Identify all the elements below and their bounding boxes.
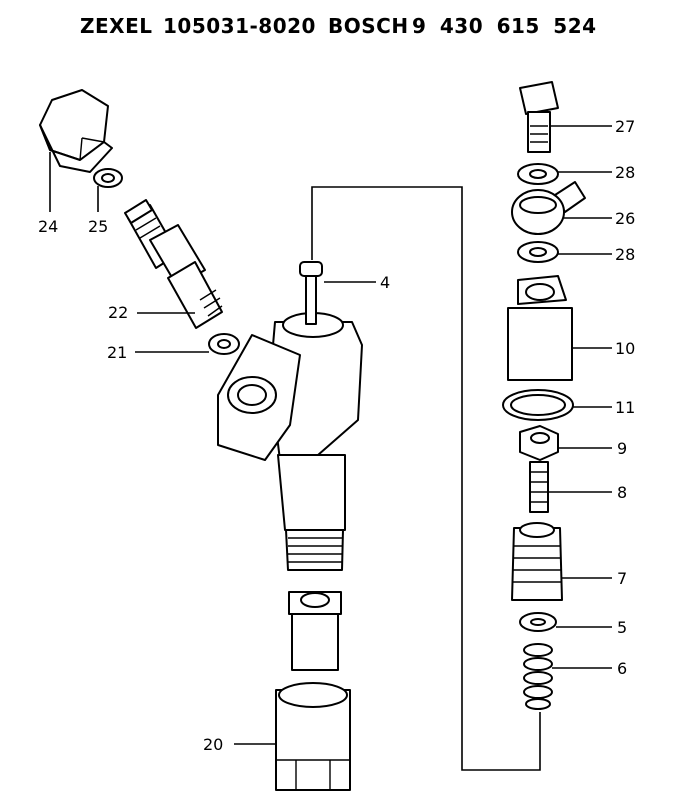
part-22-connector-fitting: [124, 199, 223, 329]
assembly-connector-line: [311, 186, 541, 771]
callout-9: 9: [617, 439, 627, 458]
part-28-washer-lower: [517, 241, 559, 263]
part-21-washer: [208, 333, 240, 355]
part-8-adjusting-screw: [529, 461, 549, 513]
callout-20: 20: [203, 735, 223, 754]
header-part-number-zexel: 105031-8020: [163, 14, 316, 38]
callout-11: 11: [615, 398, 635, 417]
callout-24: 24: [38, 217, 58, 236]
header-brand-bosch: BOSCH: [328, 14, 409, 38]
part-24-cap-nut: [39, 89, 113, 173]
callout-26: 26: [615, 209, 635, 228]
header-brand-zexel: ZEXEL: [80, 14, 153, 38]
header-part-number-bosch: 9 430 615 524: [412, 14, 597, 38]
callout-27: 27: [615, 117, 635, 136]
part-4-pin: [299, 261, 323, 325]
callout-7: 7: [617, 569, 627, 588]
injector-body: [217, 312, 363, 571]
part-5-shim: [519, 612, 557, 632]
callout-6: 6: [617, 659, 627, 678]
callout-28-lower: 28: [615, 245, 635, 264]
part-28-washer-upper: [517, 163, 559, 185]
callout-4: 4: [380, 273, 390, 292]
part-27-banjo-bolt: [519, 81, 559, 153]
callout-28-upper: 28: [615, 163, 635, 182]
callout-25: 25: [88, 217, 108, 236]
callout-10: 10: [615, 339, 635, 358]
callout-22: 22: [108, 303, 128, 322]
part-10-holder-body: [507, 275, 573, 381]
leader-lines: [49, 125, 612, 745]
callout-5: 5: [617, 618, 627, 637]
part-9-hex-nut: [519, 425, 559, 461]
part-11-o-ring: [502, 389, 574, 421]
callout-21: 21: [107, 343, 127, 362]
part-nozzle: [288, 591, 342, 671]
part-7-threaded-sleeve: [511, 522, 563, 601]
part-26-banjo-fitting: [511, 181, 586, 235]
part-25-washer: [93, 168, 123, 188]
part-6-spring: [523, 643, 553, 710]
part-20-retaining-nut: [275, 682, 351, 791]
callout-8: 8: [617, 483, 627, 502]
